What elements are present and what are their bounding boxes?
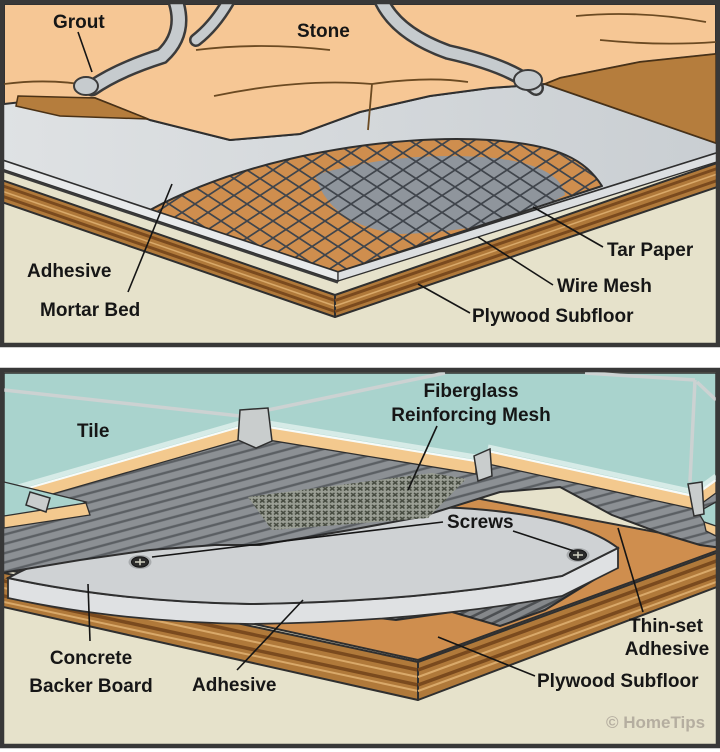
leader-backer-board bbox=[87, 583, 91, 642]
screw bbox=[128, 555, 152, 569]
under-stone-shadow-left bbox=[15, 95, 149, 120]
label-grout: Grout bbox=[53, 12, 105, 33]
leader-tar-paper bbox=[532, 206, 604, 248]
label-plywood-subfloor-top: Plywood Subfloor bbox=[472, 306, 634, 327]
tiles-layer bbox=[4, 372, 716, 537]
adhesive-layer-line bbox=[4, 169, 339, 284]
tile-floor-panel: Fiberglass Reinforcing Mesh Tile Screws … bbox=[0, 367, 720, 749]
fiberglass-mesh-patch bbox=[248, 473, 466, 530]
label-concrete-line1: Concrete bbox=[50, 648, 132, 669]
grout-notches bbox=[25, 407, 705, 517]
leader-thin-set bbox=[617, 527, 644, 613]
panel-frame-top bbox=[0, 0, 720, 348]
leader-plywood bbox=[437, 636, 536, 677]
panel-frame-bottom bbox=[0, 367, 720, 749]
leader-lines-stone-panel bbox=[77, 31, 604, 314]
label-concrete-line2: Backer Board bbox=[29, 676, 153, 697]
leader-plywood bbox=[417, 283, 471, 314]
leader-screw-right bbox=[512, 530, 575, 552]
label-thinset-line2: Adhesive bbox=[625, 639, 709, 660]
label-tar-paper: Tar Paper bbox=[607, 240, 694, 261]
labels-tile-panel: Fiberglass Reinforcing Mesh Tile Screws … bbox=[29, 381, 709, 732]
tile-edge-highlights bbox=[4, 422, 716, 498]
label-screws: Screws bbox=[447, 512, 514, 533]
leader-mortar-bed bbox=[127, 183, 173, 293]
stone-floor-panel: Grout Stone Adhesive Mortar Bed Tar Pape… bbox=[0, 0, 720, 348]
plywood-edge-right bbox=[417, 552, 716, 701]
grout-channels bbox=[73, 4, 544, 97]
credit-watermark: © HomeTips bbox=[606, 713, 705, 732]
leader-fiberglass-mesh bbox=[407, 425, 438, 491]
label-adhesive-bottom: Adhesive bbox=[192, 675, 276, 696]
screw bbox=[566, 548, 590, 562]
grout-seams bbox=[4, 372, 716, 483]
labels-stone-panel: Grout Stone Adhesive Mortar Bed Tar Pape… bbox=[27, 12, 694, 327]
label-fiberglass-line1: Fiberglass bbox=[423, 381, 518, 402]
tile-far-right bbox=[697, 501, 716, 537]
leader-wire-mesh bbox=[477, 236, 554, 286]
leader-grout bbox=[77, 31, 93, 73]
label-wire-mesh: Wire Mesh bbox=[557, 276, 652, 297]
mortar-right-face bbox=[337, 152, 716, 282]
label-stone: Stone bbox=[297, 21, 350, 42]
label-tile: Tile bbox=[77, 421, 109, 442]
label-plywood-subfloor-bottom: Plywood Subfloor bbox=[537, 671, 699, 692]
label-fiberglass-line2: Reinforcing Mesh bbox=[391, 405, 550, 426]
leader-lines-tile-panel bbox=[87, 425, 644, 677]
leader-adhesive bbox=[236, 599, 304, 671]
leader-screw-left bbox=[151, 521, 444, 558]
label-adhesive: Adhesive bbox=[27, 261, 111, 282]
screws bbox=[128, 548, 590, 569]
plywood-edge-right bbox=[334, 162, 716, 318]
under-stone-shadow-right bbox=[542, 53, 716, 144]
label-mortar-bed: Mortar Bed bbox=[40, 300, 140, 321]
label-thinset-line1: Thin-set bbox=[629, 616, 704, 637]
